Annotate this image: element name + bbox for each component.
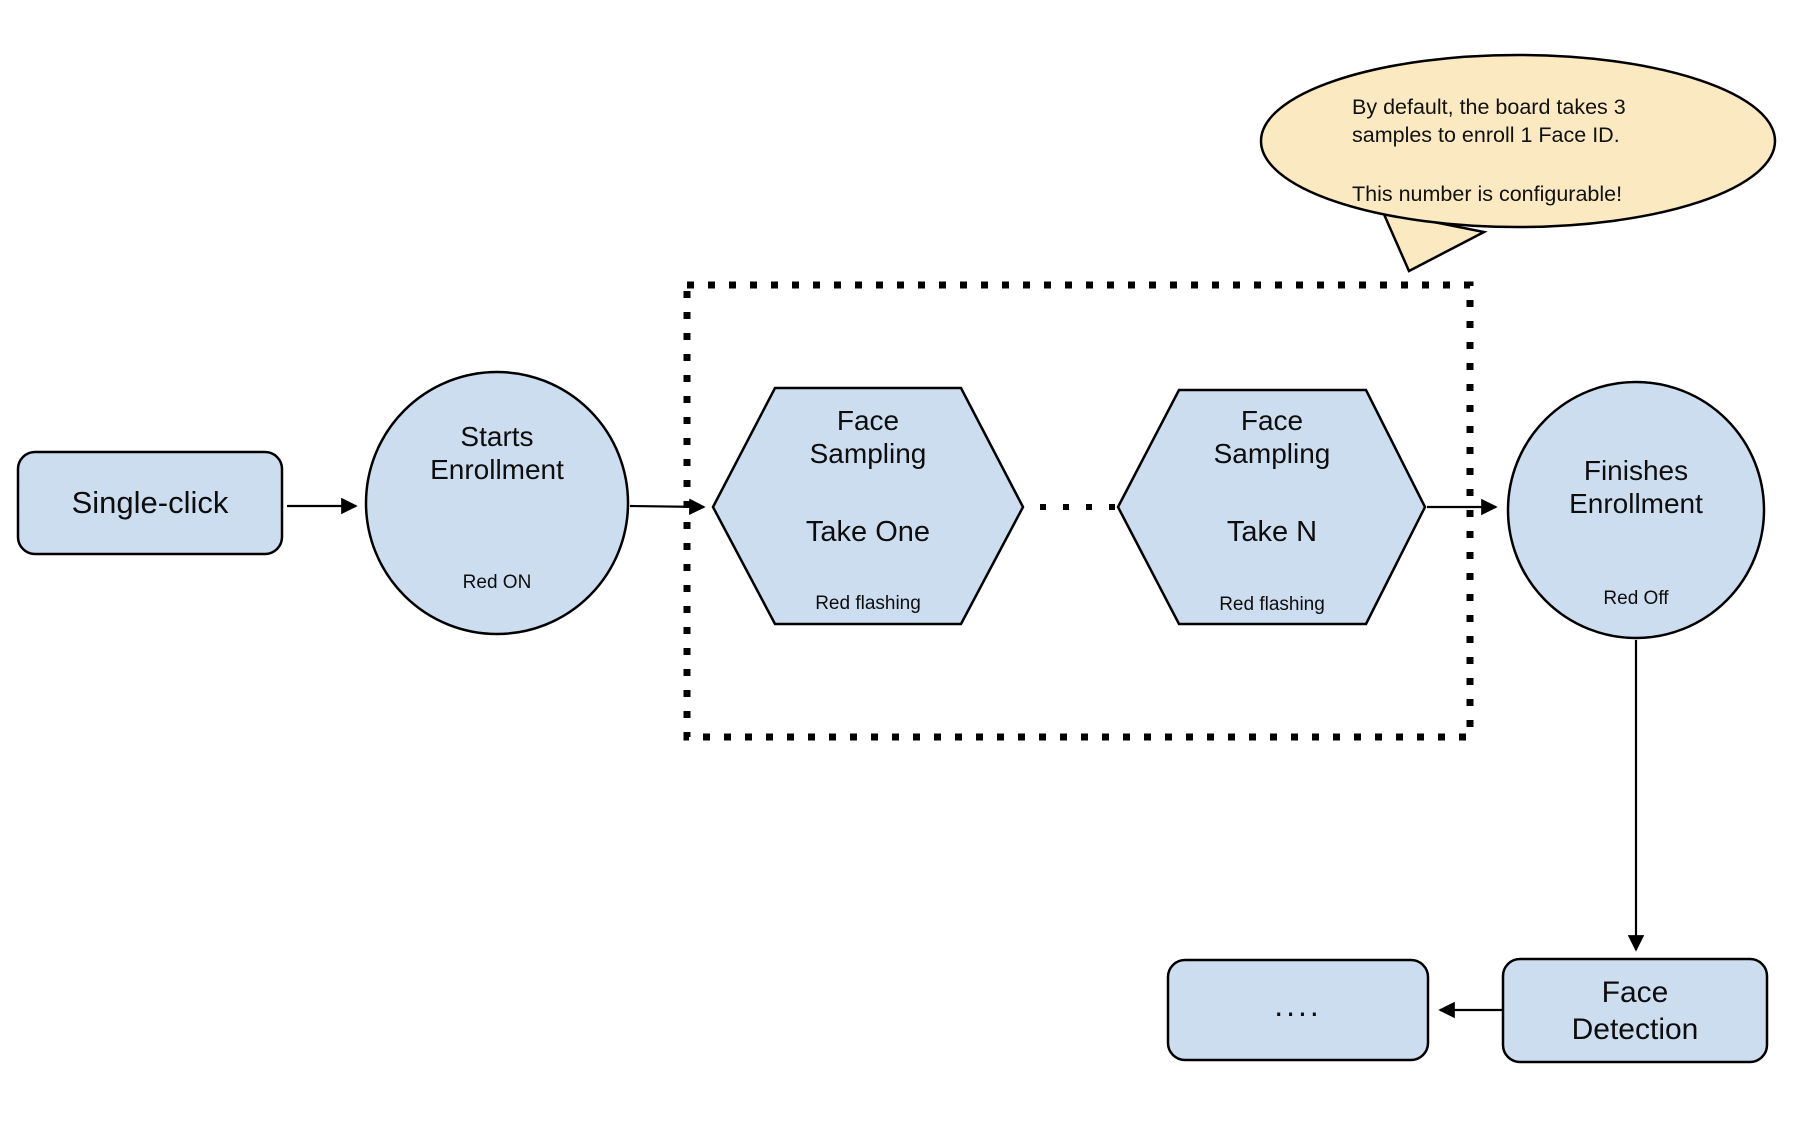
- callout-bubble: [1259, 53, 1777, 229]
- face-detection-label: Face Detection: [1571, 975, 1699, 1046]
- continuation-node: [1166, 958, 1430, 1062]
- face-sampling-n-take-label: Take N: [1226, 516, 1318, 548]
- finishes-enrollment-status: Red Off: [1603, 588, 1669, 609]
- face-sampling-one-take-label: Take One: [805, 516, 931, 548]
- face-sampling-one-node: [711, 386, 1025, 626]
- callout-text-line2: This number is configurable!: [1352, 182, 1623, 206]
- starts-enrollment-label: Starts Enrollment: [430, 421, 564, 485]
- arrow-starts-to-sampling: [629, 498, 706, 516]
- face-sampling-one-status: Red flashing: [815, 593, 921, 614]
- starts-enrollment-node: [364, 370, 630, 636]
- callout-text-line1: By default, the board takes 3 samples to…: [1352, 95, 1626, 147]
- face-sampling-n-status: Red flashing: [1219, 594, 1325, 615]
- finishes-enrollment-label: Finishes Enrollment: [1569, 455, 1703, 519]
- finishes-enrollment-node: [1506, 380, 1766, 640]
- single-click-label: Single-click: [71, 485, 229, 520]
- face-sampling-n-title: Face Sampling: [1213, 405, 1331, 469]
- face-detection-node: [1501, 957, 1769, 1064]
- enrollment-loop-dotted-border: [683, 281, 1474, 741]
- single-click-node: [16, 450, 284, 556]
- starts-enrollment-status: Red ON: [462, 572, 532, 593]
- face-sampling-n-node: [1116, 388, 1427, 626]
- continuation-label: ....: [1274, 986, 1322, 1023]
- face-sampling-one-title: Face Sampling: [809, 405, 927, 469]
